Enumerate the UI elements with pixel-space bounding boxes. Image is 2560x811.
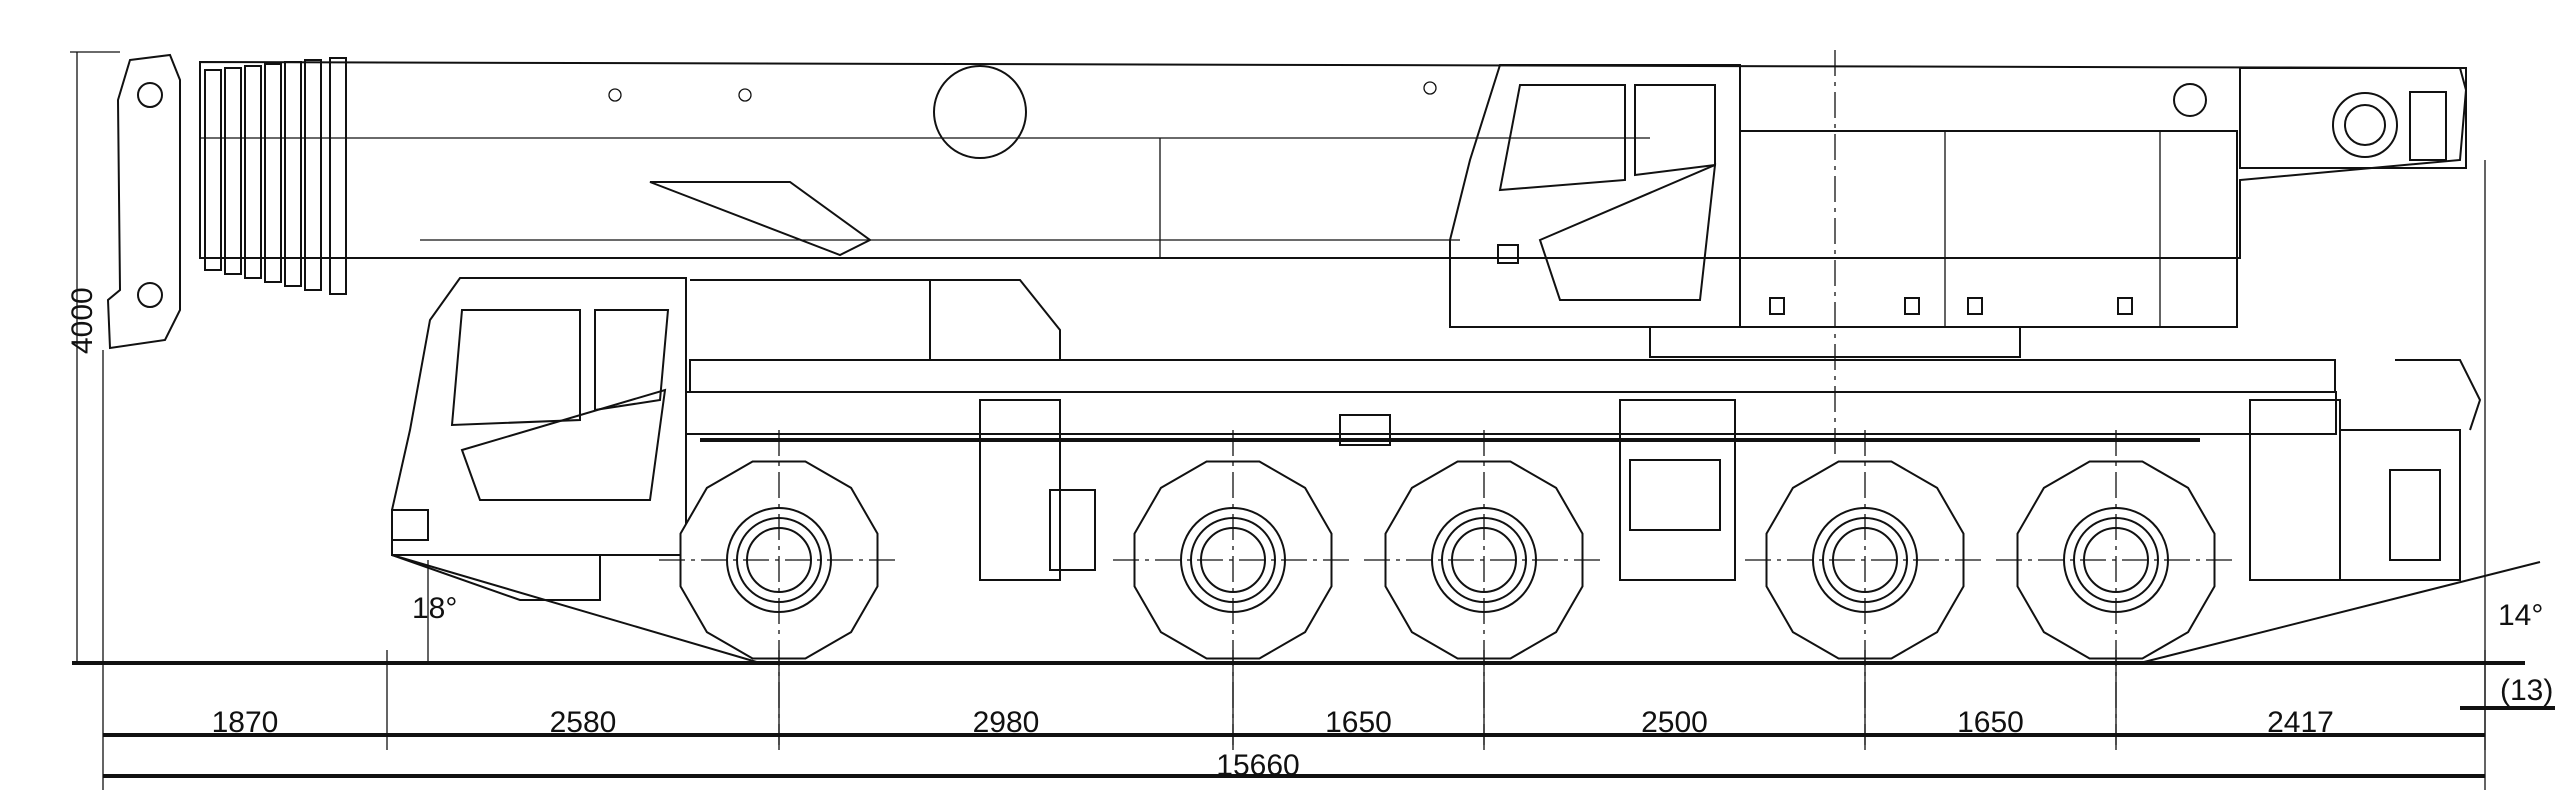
boom-head <box>106 53 347 350</box>
telescopic-boom <box>199 60 2468 259</box>
wheel <box>1745 430 1985 745</box>
dimension-lines <box>70 51 2555 790</box>
boom-section <box>329 57 347 295</box>
front-angle-label: 18° <box>412 592 457 625</box>
segment-dimension-label: 1650 <box>1325 706 1392 739</box>
segment-dimension-label: 2417 <box>2267 706 2334 739</box>
height-dimension-label: 4000 <box>66 287 99 354</box>
segment-dimension-label: 2580 <box>550 706 617 739</box>
segment-dimension-label: 2980 <box>973 706 1040 739</box>
wheel <box>1996 430 2236 745</box>
boom-section <box>264 63 282 283</box>
rear-departure-line <box>2139 561 2541 664</box>
front-approach-line <box>391 554 761 664</box>
rear-angle-label: 14° <box>2498 599 2543 632</box>
segment-dimension-label: 2500 <box>1641 706 1708 739</box>
luffing-cylinder <box>649 181 1061 361</box>
overall-length-label: 15660 <box>1216 749 1299 782</box>
boom-section <box>224 67 242 275</box>
crane-operator-cab <box>1449 64 1741 328</box>
boom-section <box>304 59 322 291</box>
segment-dimension-label: 1870 <box>212 706 279 739</box>
carrier-chassis <box>685 359 2482 581</box>
boom-section <box>244 65 262 279</box>
boom-section <box>284 61 302 287</box>
rear-clearance-label: (13) <box>2500 674 2553 707</box>
wheel <box>1113 430 1353 745</box>
driver-cab <box>391 277 687 601</box>
segment-dimension-label: 1650 <box>1957 706 2024 739</box>
wheel-set <box>659 430 2236 745</box>
superstructure <box>1649 50 2238 460</box>
boom-section <box>204 69 222 271</box>
